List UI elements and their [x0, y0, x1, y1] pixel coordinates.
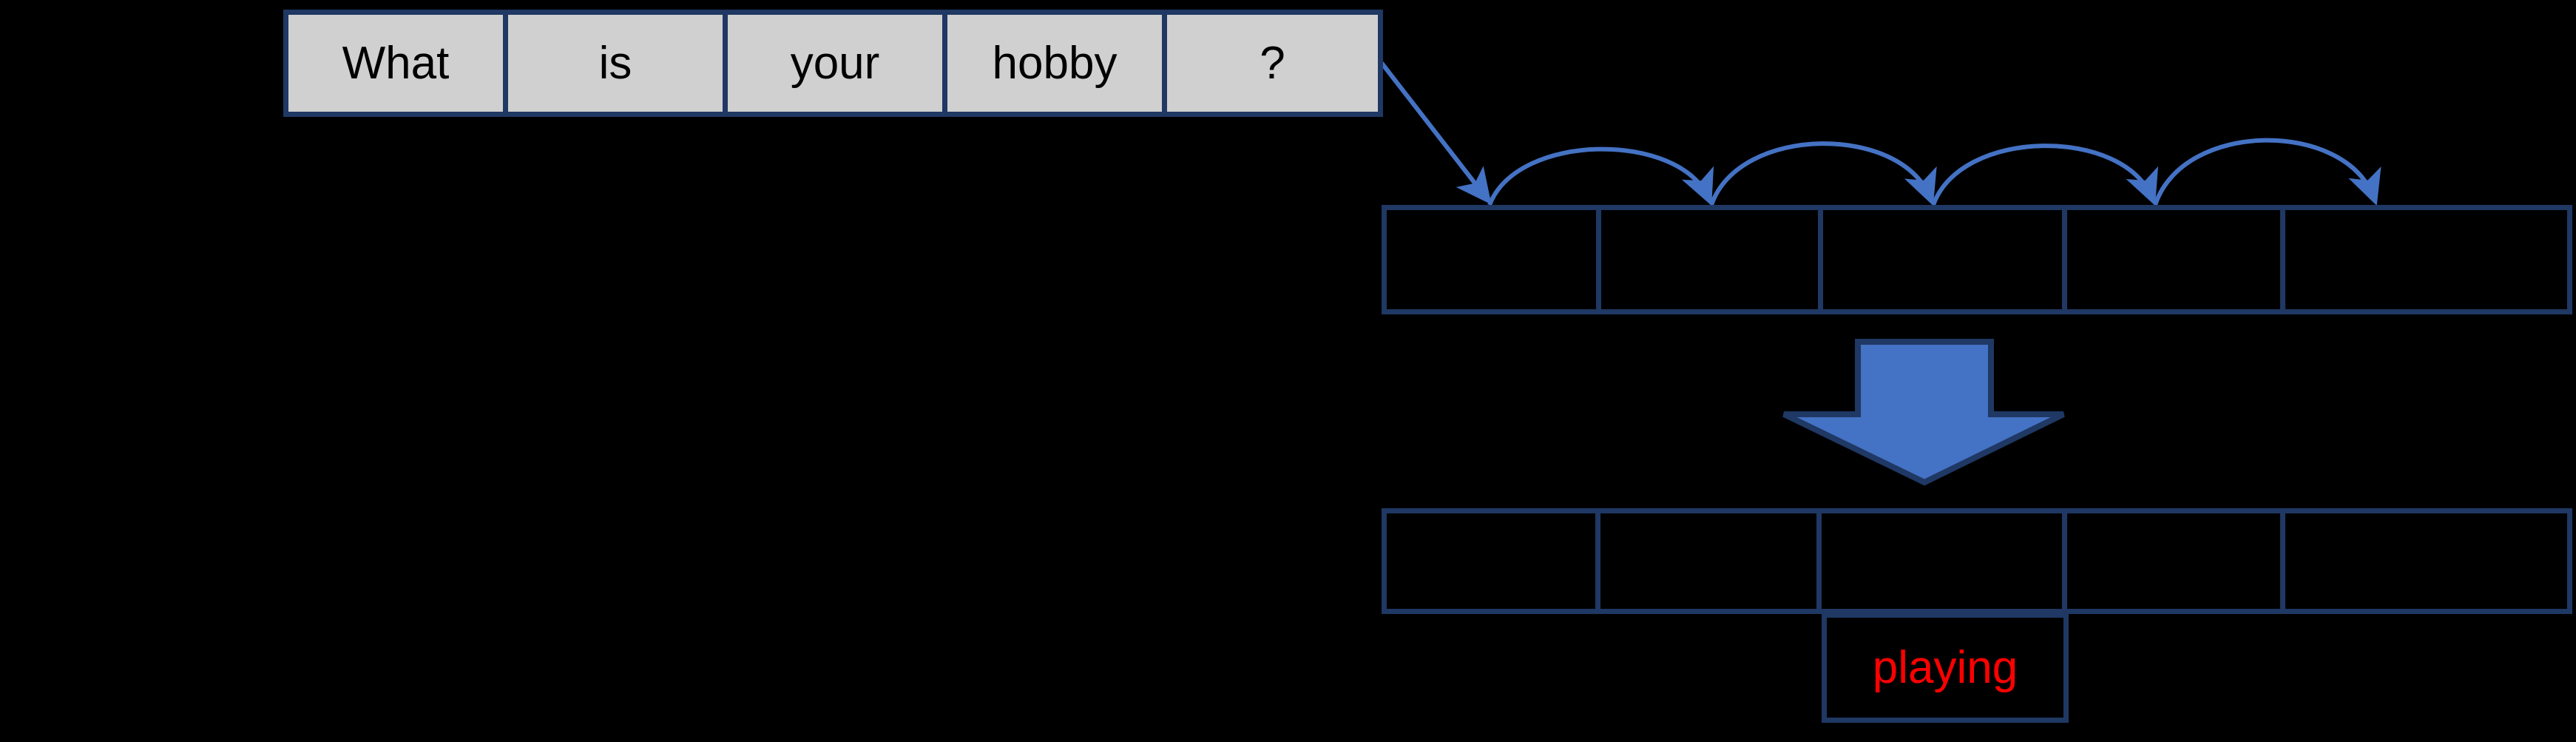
prediction-label: playing [1872, 641, 2018, 693]
source-to-decoder-arrow [1379, 61, 1492, 205]
input-token-cell-1[interactable]: is [508, 15, 728, 112]
output-token-row [1382, 508, 2572, 614]
decoder-token-cell-3[interactable] [2067, 210, 2285, 309]
input-token-cell-0[interactable]: What [288, 15, 508, 112]
output-token-cell-1[interactable] [1600, 513, 1822, 609]
decoder-token-cell-1[interactable] [1601, 210, 1823, 309]
output-token-cell-3[interactable] [2067, 513, 2285, 609]
input-token-label-1: is [598, 37, 632, 89]
hop-arrow-3 [1931, 144, 2158, 206]
input-token-label-3: hobby [992, 37, 1118, 89]
decoder-token-cell-0[interactable] [1387, 210, 1601, 309]
hop-arrow-2 [1709, 141, 1937, 206]
input-token-cell-3[interactable]: hobby [947, 15, 1167, 112]
output-token-cell-0[interactable] [1387, 513, 1600, 609]
hop-arrow-4 [2153, 138, 2381, 206]
input-token-cell-4[interactable]: ? [1167, 15, 1378, 112]
output-token-cell-4[interactable] [2285, 513, 2567, 609]
decoder-token-cell-4[interactable] [2285, 210, 2567, 309]
input-token-label-0: What [342, 37, 450, 89]
decoder-token-row [1382, 205, 2572, 314]
decoder-token-cell-2[interactable] [1823, 210, 2067, 309]
input-token-cell-2[interactable]: your [728, 15, 947, 112]
hop-arrow-1 [1487, 146, 1714, 206]
decoder-to-output-arrow [1782, 339, 2065, 486]
input-token-label-2: your [790, 37, 880, 89]
input-token-label-4: ? [1260, 37, 1285, 89]
prediction-cell[interactable]: playing [1822, 613, 2069, 723]
input-token-row: What is your hobby ? [283, 10, 1383, 117]
output-token-cell-2[interactable] [1822, 513, 2067, 609]
